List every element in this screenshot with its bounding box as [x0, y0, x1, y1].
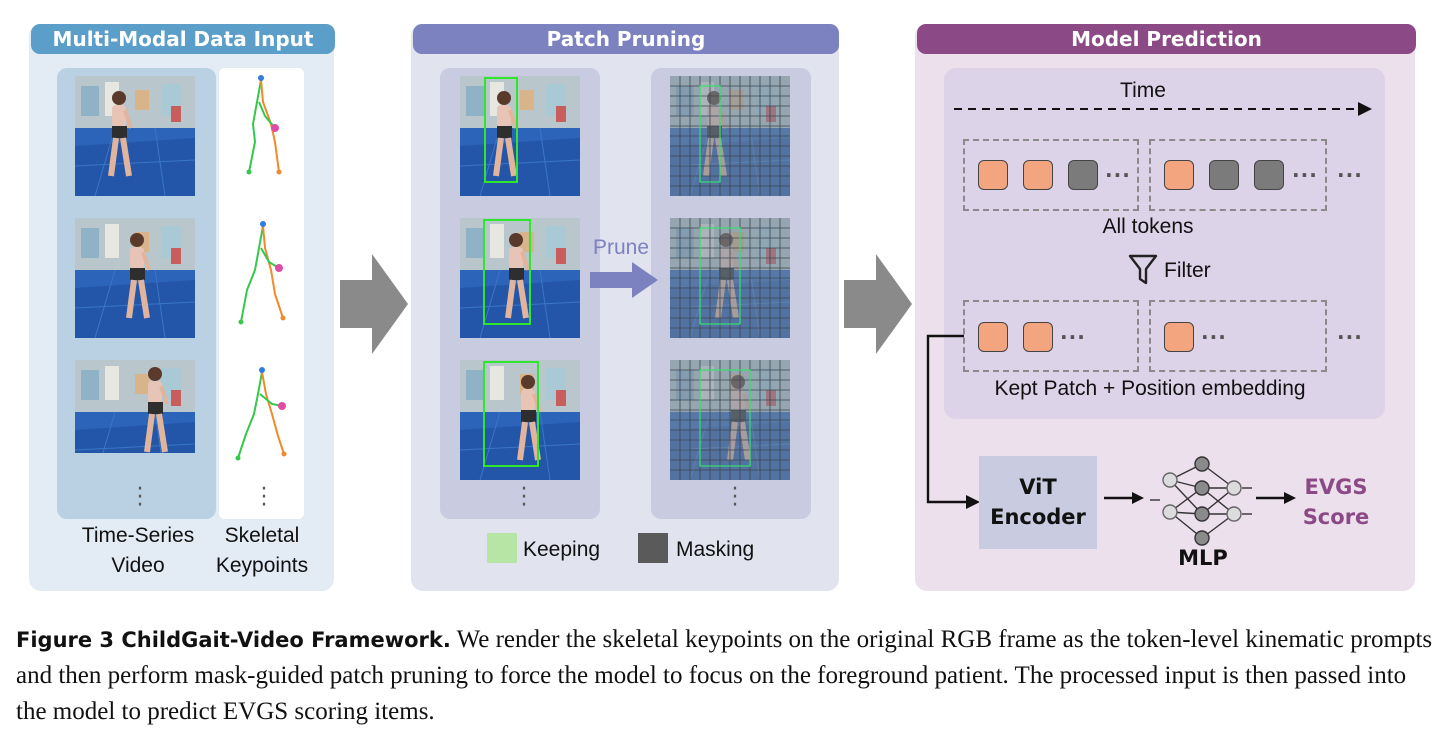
kept-tokens-label: Kept Patch + Position embedding [994, 377, 1306, 400]
video-label: Time-Series Video [81, 524, 195, 577]
tokens-to-vit-arrow [926, 334, 980, 509]
skeleton-keypoints-3 [235, 367, 287, 461]
token-ellipsis: ··· [1337, 163, 1363, 187]
evgs-score-output: EVGS Score [1302, 475, 1370, 529]
token-kept [1023, 160, 1053, 190]
time-arrow [954, 102, 1372, 116]
token-ellipsis: ··· [1105, 163, 1131, 187]
bbox-more-dots: ··· [520, 477, 528, 518]
token-masked [1254, 160, 1284, 190]
input-panel-title: Multi-Modal Data Input [31, 24, 335, 54]
vit-encoder-label: ViT Encoder [990, 475, 1086, 529]
video-frame-1 [75, 76, 195, 196]
token-ellipsis: ··· [1337, 325, 1363, 349]
token-ellipsis: ··· [1292, 163, 1318, 187]
token-kept [1164, 160, 1194, 190]
caption-label: Figure 3 ChildGait-Video Framework. [16, 628, 451, 652]
legend-mask-swatch [638, 533, 668, 563]
token-kept [978, 322, 1008, 352]
masked-more-dots: ··· [731, 477, 739, 518]
all-tokens-group-2 [1149, 139, 1327, 211]
mlp-icon [1150, 456, 1252, 546]
token-kept [1023, 322, 1053, 352]
masked-frame-1 [670, 76, 790, 196]
token-masked [1068, 160, 1098, 190]
flow-arrow-2 [844, 254, 912, 354]
skeleton-label: Skeletal Keypoints [215, 524, 309, 577]
filter-icon [1128, 254, 1158, 285]
mlp-to-output-arrow [1256, 492, 1296, 504]
bbox-frame-1 [460, 76, 580, 196]
masked-frame-2 [670, 218, 790, 338]
video-frame-3 [75, 360, 195, 453]
masked-frame-3 [670, 360, 790, 480]
token-kept [978, 160, 1008, 190]
mlp-label: MLP [1178, 546, 1228, 570]
skeleton-more-dots: ··· [260, 477, 268, 518]
prune-label: Prune [593, 236, 650, 259]
skeleton-keypoints-1 [246, 75, 282, 175]
bbox-frame-3 [460, 360, 580, 480]
video-frame-2 [75, 218, 195, 338]
figure-caption: Figure 3 ChildGait-Video Framework. We r… [16, 622, 1436, 730]
filter-label: Filter [1164, 259, 1211, 282]
all-tokens-group-1 [963, 139, 1139, 211]
token-ellipsis: ··· [1060, 325, 1086, 349]
video-more-dots: ··· [136, 477, 144, 518]
flow-arrow-1 [340, 254, 408, 354]
time-label: Time [1120, 79, 1166, 102]
token-masked [1209, 160, 1239, 190]
kept-tokens-group-2 [1149, 300, 1327, 372]
vit-to-mlp-arrow [1104, 492, 1144, 504]
vit-encoder-box [979, 456, 1097, 549]
caption-text: We render the skeletal keypoints on the … [16, 626, 1433, 725]
skeleton-keypoints-2 [238, 221, 286, 325]
pruning-panel-title: Patch Pruning [413, 24, 839, 54]
legend-keep-swatch [487, 533, 517, 563]
token-ellipsis: ··· [1201, 325, 1227, 349]
legend-keep-label: Keeping [523, 538, 601, 561]
all-tokens-label: All tokens [1102, 215, 1194, 238]
token-kept [1164, 322, 1194, 352]
legend-mask-label: Masking [676, 538, 755, 561]
skeleton-column [219, 68, 304, 519]
bbox-frame-2 [460, 218, 580, 338]
token-area [944, 68, 1385, 419]
prune-arrow [590, 262, 658, 298]
prediction-panel-title: Model Prediction [917, 24, 1416, 54]
